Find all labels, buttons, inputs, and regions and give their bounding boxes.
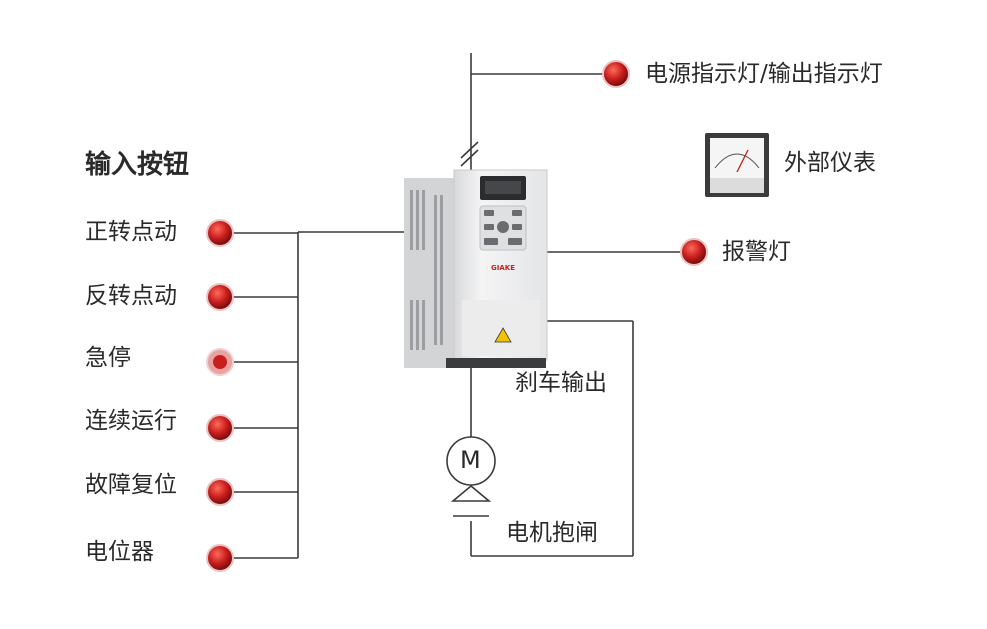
lamp-fault-reset[interactable] [206, 478, 234, 506]
lamp-power-indicator[interactable] [602, 60, 630, 88]
motor-line [446, 362, 496, 502]
lamp-alarm[interactable] [680, 238, 708, 266]
input-lamps [206, 219, 234, 572]
label-reverse-jog: 反转点动 [85, 283, 177, 309]
lamp-continuous-run[interactable] [206, 414, 234, 442]
label-external-meter: 外部仪表 [784, 150, 876, 176]
label-emergency-stop: 急停 [85, 345, 131, 371]
label-power-indicator: 电源指示灯/输出指示灯 [645, 61, 883, 87]
brake-symbol [450, 484, 492, 502]
external-meter-icon [705, 133, 769, 197]
input-bus [232, 231, 406, 559]
label-continuous-run: 连续运行 [85, 408, 177, 434]
label-alarm-lamp: 报警灯 [722, 239, 791, 265]
brake-loop [453, 320, 634, 557]
motor-symbol-label: M [460, 446, 481, 474]
estop-button-center [213, 355, 227, 369]
label-brake-output: 刹车输出 [515, 370, 607, 396]
input-buttons-title: 输入按钮 [85, 150, 190, 180]
label-forward-jog: 正转点动 [85, 219, 177, 245]
power-line [460, 53, 604, 174]
lamp-forward-jog[interactable] [206, 219, 234, 247]
lamp-reverse-jog[interactable] [206, 283, 234, 311]
lamp-potentiometer[interactable] [206, 544, 234, 572]
label-motor-brake: 电机抱闸 [506, 520, 598, 546]
inverter-drive [404, 169, 548, 368]
label-fault-reset: 故障复位 [85, 472, 177, 498]
label-potentiometer: 电位器 [85, 539, 154, 565]
drive-brand: GIAKE [491, 264, 515, 272]
